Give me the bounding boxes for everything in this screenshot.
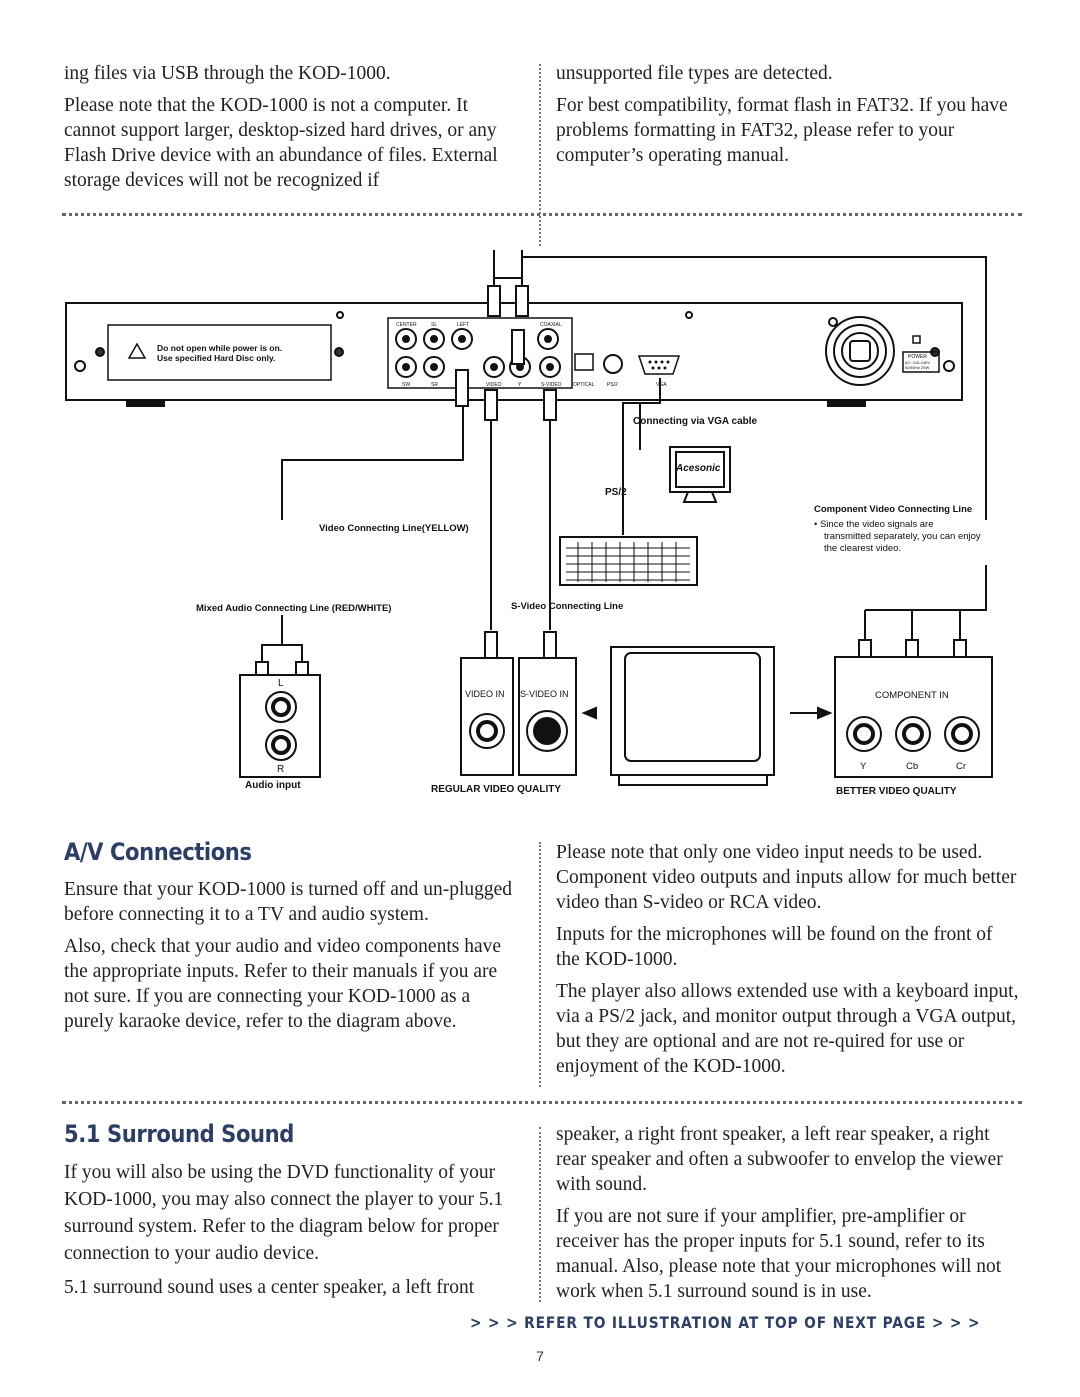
audio-l-label: L	[278, 678, 284, 689]
paragraph: ing files via USB through the KOD-1000.	[64, 63, 391, 84]
surround-right-column: speaker, a right front speaker, a left r…	[556, 1122, 1021, 1311]
jack-label-y: Y	[518, 382, 522, 388]
paragraph: Ensure that your KOD-1000 is turned off …	[64, 879, 513, 925]
power-rating-2: 50/60Hz 25W	[905, 365, 929, 370]
keyboard-icon	[559, 536, 698, 586]
audio-line-label: Mixed Audio Connecting Line (RED/WHITE)	[196, 603, 391, 614]
jack-label-vga: VGA	[656, 382, 667, 388]
video-line-label: Video Connecting Line(YELLOW)	[319, 523, 469, 534]
paragraph: unsupported file types are detected.	[556, 63, 833, 84]
monitor-icon	[669, 446, 731, 503]
audio-input-label: Audio input	[245, 780, 301, 791]
component-note-3: the clearest video.	[824, 543, 901, 554]
jack-label-sw: SW	[402, 382, 410, 388]
monitor-brand: Acesonic	[675, 463, 721, 474]
warning-icon	[127, 342, 147, 359]
ps2-label: PS/2	[605, 487, 627, 498]
warning-text-1: Do not open while power is on.	[157, 343, 282, 353]
top-left-column: ing files via USB through the KOD-1000. …	[64, 61, 524, 200]
jack-label-center: CENTER	[396, 322, 417, 328]
component-in-label: COMPONENT IN	[875, 690, 949, 701]
audio-input-panel	[239, 674, 321, 778]
better-quality-label: BETTER VIDEO QUALITY	[836, 786, 957, 797]
paragraph: Please note that only one video input ne…	[556, 842, 1017, 913]
warning-text-2: Use specified Hard Disc only.	[157, 353, 275, 363]
jack-label-ps2: PS/2	[607, 382, 618, 388]
component-note-2: transmitted separately, you can enjoy	[824, 531, 981, 542]
warning-label	[107, 324, 332, 381]
power-rating-1: AC~110-240V	[905, 360, 930, 365]
video-in-label: VIDEO IN	[465, 689, 505, 699]
jack-label-svideo: S-VIDEO	[541, 382, 562, 388]
paragraph: speaker, a right front speaker, a left r…	[556, 1124, 1003, 1195]
jack-label-sr: SR	[431, 382, 438, 388]
jack-label-video: VIDEO	[486, 382, 502, 388]
av-heading: A/V Connections	[64, 838, 252, 866]
column-divider	[539, 64, 541, 246]
svideo-in-label: S-VIDEO IN	[520, 689, 569, 699]
svideo-in-panel	[518, 657, 577, 776]
jack-label-coaxial: COAXIAL	[540, 322, 562, 328]
regular-quality-label: REGULAR VIDEO QUALITY	[431, 784, 561, 795]
component-note-1: • Since the video signals are	[814, 519, 934, 530]
jack-label-left: LEFT	[457, 322, 469, 328]
surround-left-column: If you will also be using the DVD functi…	[64, 1159, 524, 1308]
paragraph: If you will also be using the DVD functi…	[64, 1162, 504, 1264]
paragraph: Also, check that your audio and video co…	[64, 936, 502, 1032]
power-text: POWER	[908, 354, 927, 360]
paragraph: The player also allows extended use with…	[556, 981, 1019, 1077]
paragraph: If you are not sure if your amplifier, p…	[556, 1206, 1002, 1302]
vga-caption: Connecting via VGA cable	[633, 416, 758, 427]
top-right-column: unsupported file types are detected. For…	[556, 61, 1021, 175]
av-left-column: Ensure that your KOD-1000 is turned off …	[64, 877, 516, 1041]
column-divider	[539, 1127, 541, 1302]
component-y-label: Y	[860, 761, 867, 772]
jack-label-sl: SL	[431, 322, 437, 328]
fan-icon	[825, 316, 895, 386]
column-divider	[539, 842, 541, 1087]
tv-icon	[584, 646, 825, 786]
paragraph: Inputs for the microphones will be found…	[556, 924, 993, 970]
component-cr-label: Cr	[956, 761, 966, 772]
paragraph: 5.1 surround sound uses a center speaker…	[64, 1277, 475, 1298]
page-number: 7	[536, 1348, 544, 1364]
component-cb-label: Cb	[906, 761, 918, 772]
section-divider	[62, 213, 1022, 216]
svideo-line-label: S-Video Connecting Line	[511, 601, 623, 612]
jack-panel	[387, 317, 573, 389]
connection-diagram: Do not open while power is on. Use speci…	[65, 250, 993, 797]
audio-r-label: R	[277, 764, 284, 775]
paragraph: Please note that the KOD-1000 is not a c…	[64, 95, 498, 191]
av-right-column: Please note that only one video input ne…	[556, 840, 1021, 1086]
component-title: Component Video Connecting Line	[814, 504, 972, 515]
section-divider	[62, 1101, 1022, 1104]
jack-label-optical: OPTICAL	[573, 382, 595, 388]
surround-heading: 5.1 Surround Sound	[64, 1120, 294, 1148]
refer-next-page: > > > REFER TO ILLUSTRATION AT TOP OF NE…	[470, 1313, 981, 1332]
paragraph: For best compatibility, format flash in …	[556, 95, 1008, 166]
power-label	[902, 351, 940, 373]
video-in-panel	[460, 657, 514, 776]
